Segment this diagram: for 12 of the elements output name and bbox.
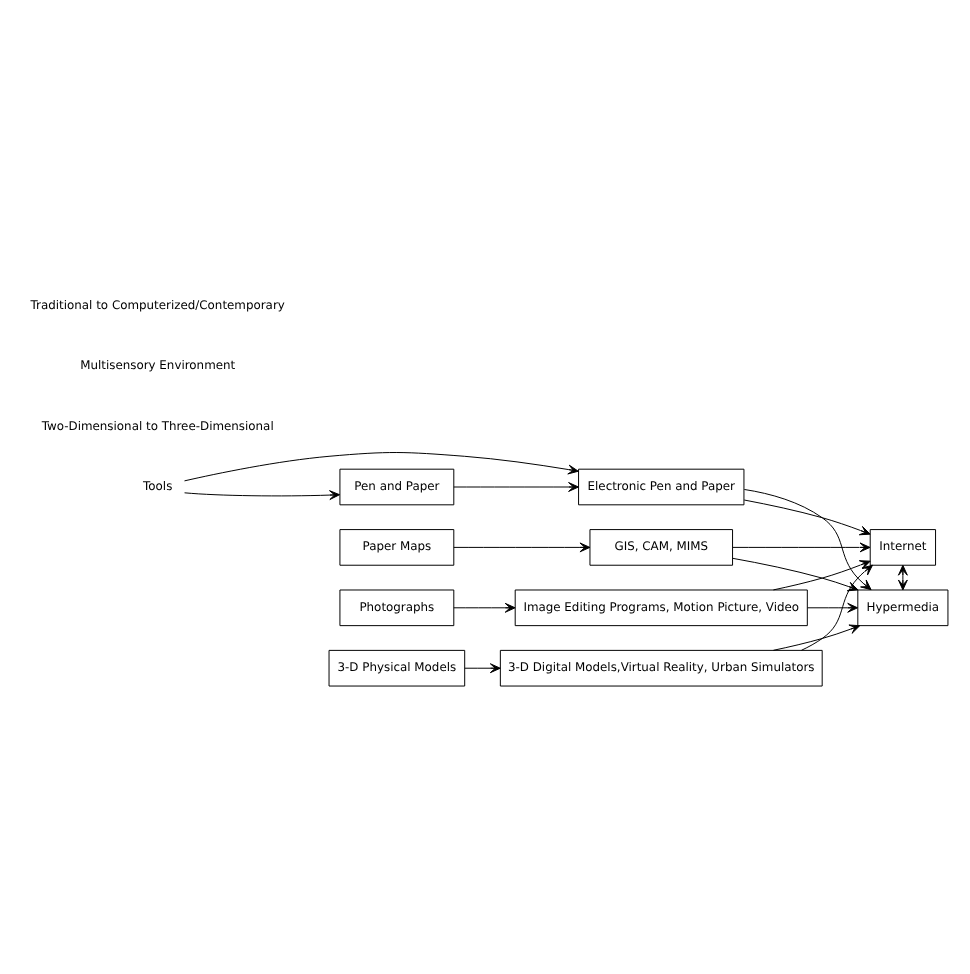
arrow <box>800 564 873 651</box>
arrow <box>897 564 908 591</box>
arrow <box>743 499 871 536</box>
arrow <box>807 602 859 613</box>
arrow <box>464 663 501 674</box>
arrow <box>772 624 861 651</box>
arrow <box>453 602 516 613</box>
arrow <box>453 542 591 553</box>
arrow <box>732 542 871 553</box>
arrow <box>184 490 341 501</box>
arrow <box>184 452 579 482</box>
arrow <box>453 482 579 492</box>
